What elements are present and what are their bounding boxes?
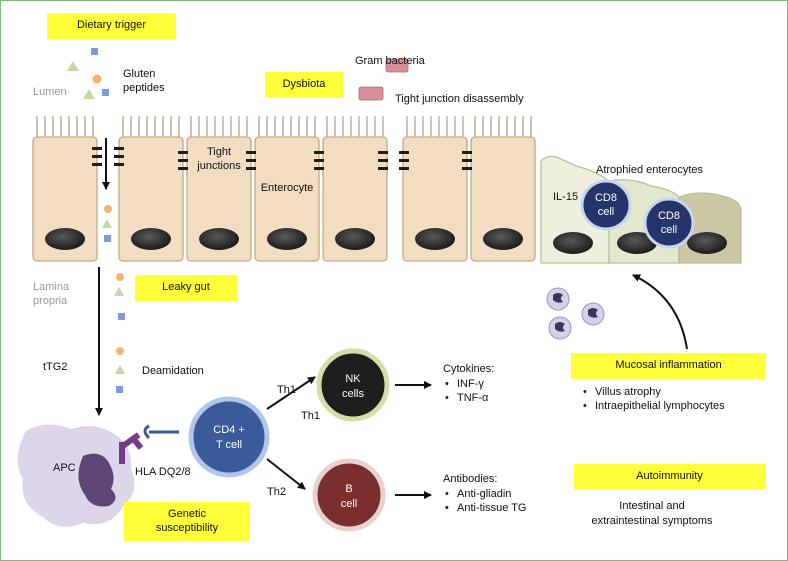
lumen-label: Lumen [33, 86, 67, 98]
mucosal-inflammation-box: Mucosal inflammation [571, 353, 766, 379]
cytokine-item-2: TNF-α [457, 392, 489, 404]
cytokine-item-1: INF-γ [457, 378, 484, 390]
antibody-bullet-2: • [445, 502, 449, 514]
antibody-item-2: Anti-tissue TG [457, 502, 527, 514]
cytokine-bullet-1: • [445, 378, 449, 390]
cd8-cell-1: CD8 cell [580, 179, 632, 231]
enterocyte-row [32, 136, 536, 262]
b-label-line1: B [345, 483, 352, 495]
tight-junctions-label-line2: junctions [196, 160, 241, 172]
ttg2-label: tTG2 [43, 361, 67, 373]
antibody-bullet-1: • [445, 488, 449, 500]
cd8-cell-2-label-line1: CD8 [658, 210, 680, 222]
autoimmunity-box: Autoimmunity [574, 464, 765, 490]
b-label-line2: cell [341, 498, 358, 510]
immune-cells-lamina [546, 287, 605, 340]
cytokines-title: Cytokines: [443, 363, 494, 375]
gram-bacteria-label: Gram bacteria [355, 55, 426, 67]
nk-cell: NK cells [316, 348, 390, 422]
tight-junction-marks [92, 147, 472, 170]
gluten-label-line2: peptides [123, 82, 165, 94]
il15-label: IL-15 [553, 191, 578, 203]
enterocyte-nuclei [45, 228, 727, 254]
th2-label: Th2 [267, 486, 286, 498]
leaky-gut-box: Leaky gut [135, 275, 237, 301]
apc-cell [17, 424, 135, 527]
apc-label: APC [53, 462, 76, 474]
cd4-t-cell: CD4 + T cell [188, 396, 270, 478]
hla-receptor [119, 424, 179, 464]
antibodies-title: Antibodies: [443, 473, 497, 485]
cd8-cell-1-label-line1: CD8 [595, 192, 617, 204]
nk-label-line2: cells [342, 388, 365, 400]
enterocyte-label: Enterocyte [261, 182, 314, 194]
genetic-susceptibility-box: Genetic susceptibility [124, 502, 250, 541]
cd4-label-line2: T cell [216, 439, 242, 451]
leaky-peptides [102, 205, 125, 393]
deamidation-label: Deamidation [142, 365, 204, 377]
inflammation-item-2: Intraepithelial lymphocytes [595, 400, 725, 412]
th1-label-a: Th1 [277, 384, 296, 396]
inflammation-bullet-1: • [583, 386, 587, 398]
genetic-susceptibility-line2: susceptibility [155, 521, 219, 534]
dysbiota-box: Dysbiota [265, 72, 343, 98]
pathway-arrows [95, 138, 688, 499]
inflammation-item-1: Villus atrophy [595, 386, 661, 398]
dietary-trigger-box: Dietary trigger [47, 13, 176, 39]
microvilli [36, 116, 532, 138]
tight-junction-disassembly-label: Tight junction disassembly [395, 93, 524, 105]
antibody-item-1: Anti-gliadin [457, 488, 511, 500]
gluten-peptide-icons [67, 48, 109, 99]
cd8-cell-2-label-line2: cell [661, 224, 678, 236]
cd8-cell-1-label-line2: cell [598, 206, 615, 218]
hla-label: HLA DQ2/8 [135, 466, 191, 478]
cd4-label-line1: CD4 + [213, 424, 245, 436]
th1-label-b: Th1 [301, 410, 320, 422]
genetic-susceptibility-line1: Genetic [168, 507, 206, 520]
cytokine-bullet-2: • [445, 392, 449, 404]
symptoms-label-line2: extraintestinal symptoms [591, 515, 713, 527]
atrophied-enterocytes-label: Atrophied enterocytes [596, 164, 704, 176]
gluten-label-line1: Gluten [123, 68, 155, 80]
inflammation-bullet-2: • [583, 400, 587, 412]
b-cell: B cell [312, 458, 386, 532]
lamina-propria-label-line1: Lamina [33, 281, 70, 293]
symptoms-label-line1: Intestinal and [619, 500, 684, 512]
lamina-propria-label-line2: propria [33, 295, 68, 307]
tight-junctions-label-line1: Tight [207, 146, 231, 158]
gram-bacteria-icons [358, 58, 409, 101]
nk-label-line1: NK [345, 373, 361, 385]
apc-nucleus [78, 453, 116, 507]
cd8-cell-2: CD8 cell [643, 197, 695, 249]
